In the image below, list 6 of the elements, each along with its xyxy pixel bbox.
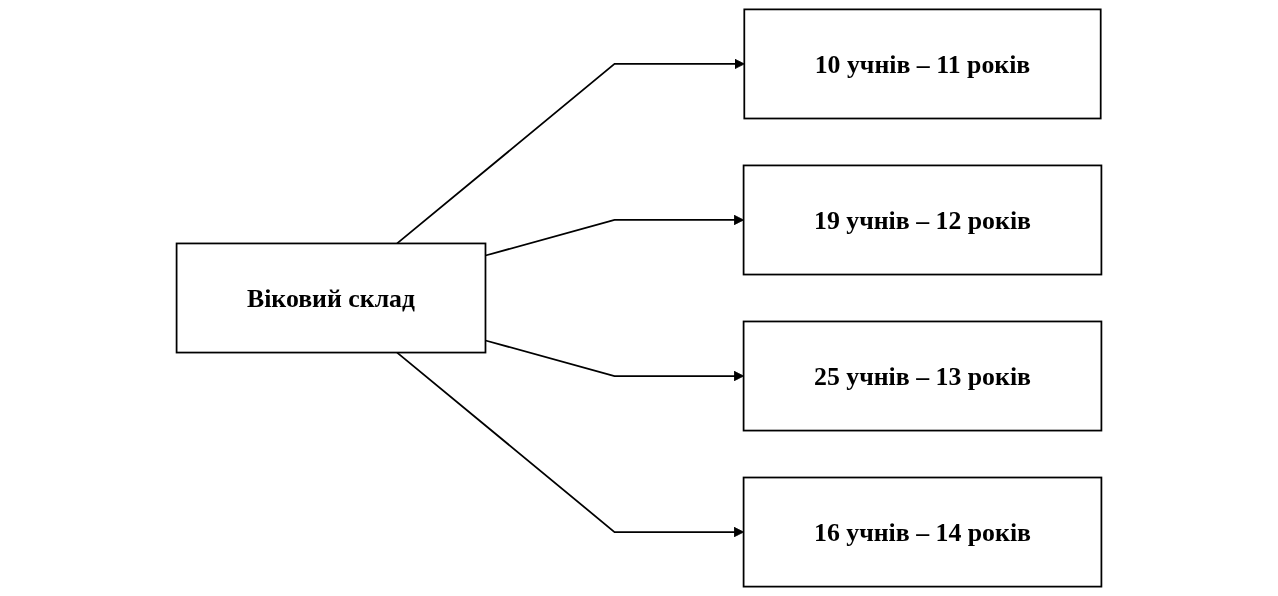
node-box: Віковий склад <box>175 242 487 354</box>
node-box: 25 учнів – 13 років <box>742 320 1103 432</box>
node-box: 10 учнів – 11 років <box>743 8 1102 120</box>
arrow <box>396 58 745 245</box>
node-box: 16 учнів – 14 років <box>742 476 1103 588</box>
node-box: 19 учнів – 12 років <box>742 164 1103 276</box>
